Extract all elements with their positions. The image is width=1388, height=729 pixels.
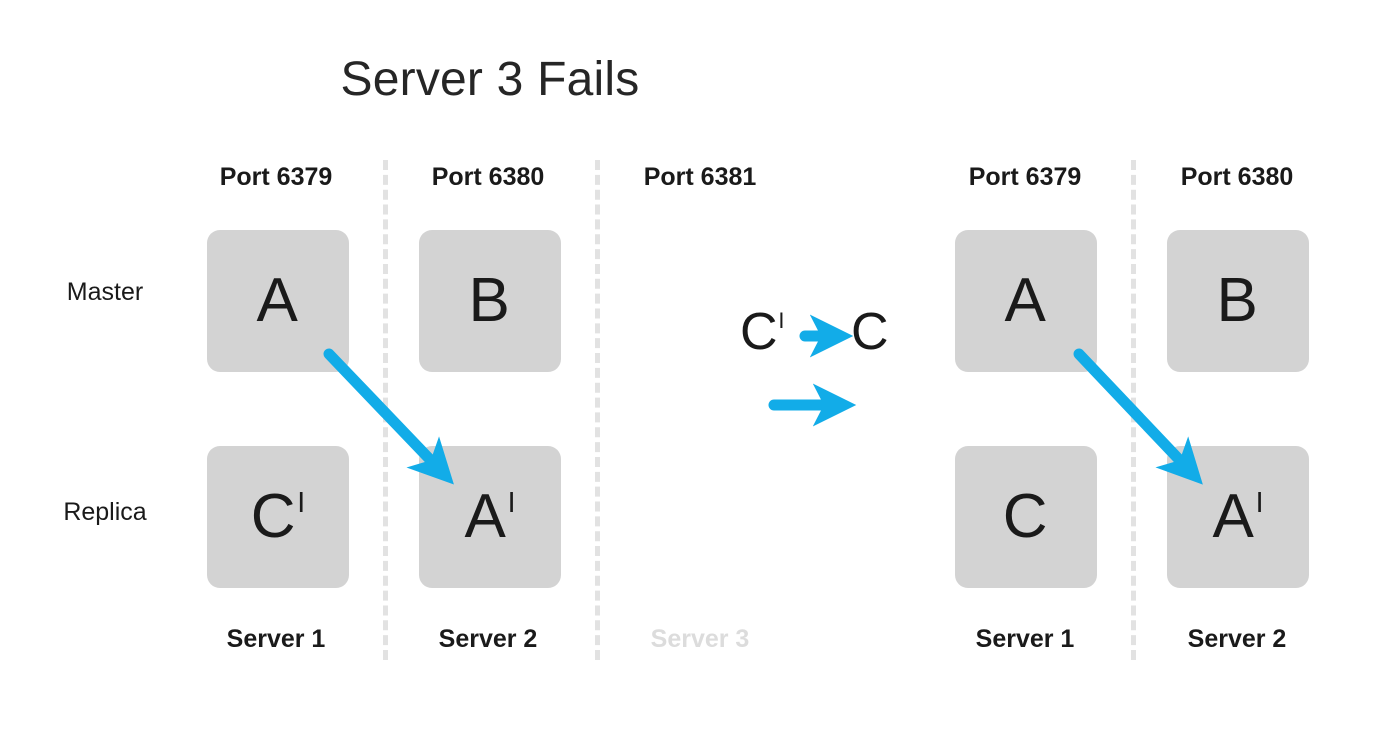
node-glyph: A: [1004, 266, 1046, 335]
node-left-master-server2[interactable]: B: [419, 230, 561, 372]
node-left-replica-server1[interactable]: CI: [207, 446, 349, 588]
node-glyph: C: [1002, 482, 1048, 551]
port-label-right-1: Port 6379: [968, 163, 1082, 191]
port-label-right-2: Port 6380: [1180, 163, 1294, 191]
port-label-left-3: Port 6381: [643, 163, 757, 191]
node-glyph: CI: [250, 482, 306, 551]
node-left-replica-server2[interactable]: AI: [419, 446, 561, 588]
node-glyph: AI: [1212, 482, 1264, 551]
row-label-replica: Replica: [63, 498, 147, 526]
node-right-master-server2[interactable]: B: [1167, 230, 1309, 372]
port-label-left-2: Port 6380: [431, 163, 545, 191]
divider-right-1: [1131, 160, 1136, 660]
server-label-left-1: Server 1: [226, 625, 326, 653]
node-right-replica-server1[interactable]: C: [955, 446, 1097, 588]
server-label-right-1: Server 1: [975, 625, 1075, 653]
row-label-master: Master: [66, 278, 144, 306]
node-right-replica-server2[interactable]: AI: [1167, 446, 1309, 588]
node-glyph: A: [256, 266, 298, 335]
transition-to-label: C: [851, 303, 889, 361]
node-glyph: B: [468, 266, 510, 335]
server-label-left-2: Server 2: [438, 625, 538, 653]
server-label-right-2: Server 2: [1187, 625, 1287, 653]
node-glyph: B: [1216, 266, 1258, 335]
node-left-master-server1[interactable]: A: [207, 230, 349, 372]
port-label-left-1: Port 6379: [219, 163, 333, 191]
divider-left-2: [595, 160, 600, 660]
node-right-master-server1[interactable]: A: [955, 230, 1097, 372]
divider-left-1: [383, 160, 388, 660]
transition-from-label: CI: [740, 303, 785, 361]
server-label-left-3-failed: Server 3: [650, 625, 750, 653]
node-glyph: AI: [464, 482, 516, 551]
page-title: Server 3 Fails: [340, 53, 640, 106]
